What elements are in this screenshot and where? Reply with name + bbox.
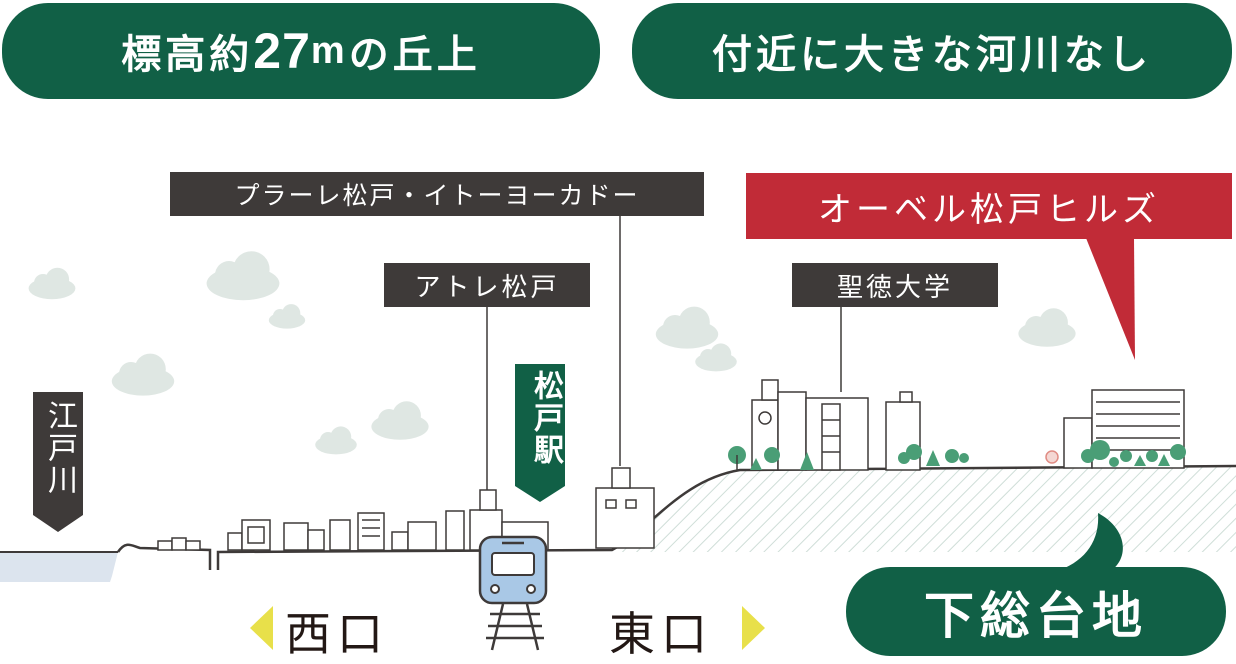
station-marker bbox=[515, 364, 565, 502]
elevation-number: 27 bbox=[253, 23, 311, 79]
ito-yokado-building bbox=[595, 467, 655, 549]
station-label: 松戸駅 bbox=[528, 370, 563, 466]
cloud bbox=[315, 426, 357, 455]
hills-label: オーベル松戸ヒルズ bbox=[746, 173, 1232, 239]
cloud bbox=[695, 343, 737, 372]
cloud bbox=[28, 267, 76, 300]
west-exit-label: 西口 bbox=[285, 607, 389, 661]
elevation-prefix: 標高約 bbox=[121, 32, 254, 78]
cloud bbox=[655, 306, 719, 349]
ito-yokado-label: プラーレ松戸・イトーヨーカドー bbox=[170, 172, 704, 216]
elevation-suffix: の丘上 bbox=[348, 32, 481, 78]
edogawa-label: 江戸川 bbox=[42, 400, 77, 496]
trees bbox=[728, 440, 1186, 470]
edogawa-marker bbox=[33, 392, 83, 532]
cloud bbox=[268, 304, 306, 329]
plateau-label: 下総台地 bbox=[924, 585, 1148, 645]
cloud bbox=[371, 401, 429, 440]
ground-line bbox=[116, 464, 1236, 570]
plateau-hatch bbox=[612, 466, 1236, 552]
plateau-callout bbox=[846, 513, 1226, 656]
train-icon bbox=[478, 535, 548, 651]
no-river-pill: 付近に大きな河川なし bbox=[632, 3, 1232, 99]
cloud bbox=[1018, 308, 1076, 347]
edogawa-river bbox=[0, 552, 118, 582]
west-arrow-icon bbox=[250, 606, 273, 650]
riverside-houses bbox=[157, 537, 201, 551]
elevation-unit: m bbox=[310, 29, 349, 72]
cloud bbox=[111, 353, 175, 396]
seitoku-label: 聖徳大学 bbox=[792, 263, 998, 307]
atre-label: アトレ松戸 bbox=[384, 263, 590, 307]
cloud bbox=[206, 251, 280, 301]
hills-pointer bbox=[1086, 238, 1135, 360]
east-arrow-icon bbox=[742, 606, 765, 650]
east-exit-label: 東口 bbox=[609, 607, 713, 661]
